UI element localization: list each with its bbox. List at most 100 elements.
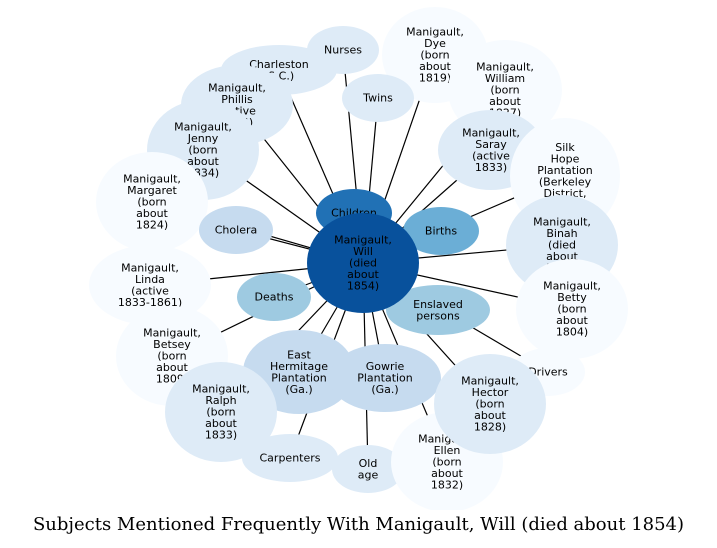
node-label: Deaths [255, 291, 294, 304]
node-label: Manigault, [174, 121, 232, 134]
node-twins[interactable]: Twins [342, 74, 414, 122]
node-label: Hector [472, 386, 509, 399]
graph-nodes: NursesCharleston(S.C.)Manigault,Dye(born… [89, 7, 628, 510]
node-label: persons [416, 309, 460, 322]
node-label: about [205, 417, 237, 430]
node-label: (active [472, 149, 510, 162]
node-label: Betsey [153, 338, 191, 351]
node-label: (born [157, 350, 186, 363]
node-label: Gowrie [366, 360, 405, 373]
node-label: Phillis [221, 93, 253, 106]
node-label: Binah [546, 227, 577, 240]
node-label: Betty [557, 291, 587, 304]
node-births[interactable]: Births [403, 207, 479, 255]
node-label: 1833-1861) [118, 296, 182, 309]
node-label: Manigault, [123, 173, 181, 186]
node-label: Ralph [205, 394, 236, 407]
node-label: (Ga.) [371, 383, 398, 396]
node-shape [165, 362, 277, 462]
node-label: (born [432, 456, 461, 469]
node-label: 1833) [475, 161, 507, 174]
node-label: about [187, 155, 219, 168]
node-label: Enslaved [413, 298, 463, 311]
node-label: 1828) [474, 421, 506, 434]
node-shape [434, 354, 546, 454]
node-cholera[interactable]: Cholera [199, 206, 273, 254]
node-label: Manigault, [543, 280, 601, 293]
node-label: (born [557, 303, 586, 316]
node-label: (born [475, 398, 504, 411]
node-shape [403, 207, 479, 255]
node-label: Manigault, [208, 81, 266, 94]
node-label: Manigault, [192, 383, 250, 396]
node-label: (Berkeley [539, 175, 592, 188]
node-label: Manigault, [533, 216, 591, 229]
node-label: (died [349, 257, 377, 270]
node-label: (active [131, 284, 169, 297]
node-label: (Ga.) [285, 383, 312, 396]
node-label: 1819) [419, 72, 451, 85]
node-carpenters[interactable]: Carpenters [242, 434, 338, 482]
node-shape [89, 245, 211, 325]
node-label: (born [188, 144, 217, 157]
node-shape [516, 259, 628, 359]
node-label: (died [548, 239, 576, 252]
node-label: (born [490, 84, 519, 97]
node-label: Linda [135, 273, 165, 286]
node-shape [386, 285, 490, 335]
node-label: Dye [424, 37, 446, 50]
node-shape [342, 74, 414, 122]
node-label: 1833) [205, 429, 237, 442]
node-label: about [489, 95, 521, 108]
node-shape [199, 206, 273, 254]
node-shape [332, 445, 404, 493]
node-label: Hope [551, 152, 580, 165]
node-label: Hermitage [270, 360, 328, 373]
node-label: Manigault, [121, 261, 179, 274]
node-label: Plantation [357, 372, 413, 385]
node-label: East [287, 348, 311, 361]
node-shape [237, 273, 311, 321]
node-label: 1824) [136, 219, 168, 232]
node-label: Manigault, [461, 375, 519, 388]
node-label: Margaret [127, 184, 177, 197]
node-label: (born [137, 196, 166, 209]
node-label: Manigault, [406, 26, 464, 39]
node-label: (born [206, 406, 235, 419]
network-graph: NursesCharleston(S.C.)Manigault,Dye(born… [89, 7, 628, 510]
node-label: about [474, 409, 506, 422]
node-label: Manigault, [476, 61, 534, 74]
node-label: Carpenters [260, 452, 321, 465]
node-label: Drivers [528, 366, 568, 379]
node-label: 1832) [431, 479, 463, 492]
node-label: age [358, 468, 379, 481]
graph-caption: Subjects Mentioned Frequently With Manig… [32, 514, 685, 535]
node-shape [96, 152, 208, 252]
node-label: Charleston [249, 58, 309, 71]
node-shape [307, 213, 419, 313]
node-label: about [136, 207, 168, 220]
node-label: 1804) [556, 326, 588, 339]
node-label: (born [420, 49, 449, 62]
node-label: about [431, 467, 463, 480]
node-label: Will [353, 245, 373, 258]
node-shape [242, 434, 338, 482]
node-shape [329, 344, 441, 412]
node-label: Plantation [271, 371, 327, 384]
node-label: Nurses [324, 44, 362, 57]
node-deaths[interactable]: Deaths [237, 273, 311, 321]
node-label: Plantation [537, 164, 593, 177]
node-label: about [556, 314, 588, 327]
node-label: Silk [555, 141, 575, 154]
node-label: William [485, 72, 525, 85]
node-label: Manigault, [462, 126, 520, 139]
